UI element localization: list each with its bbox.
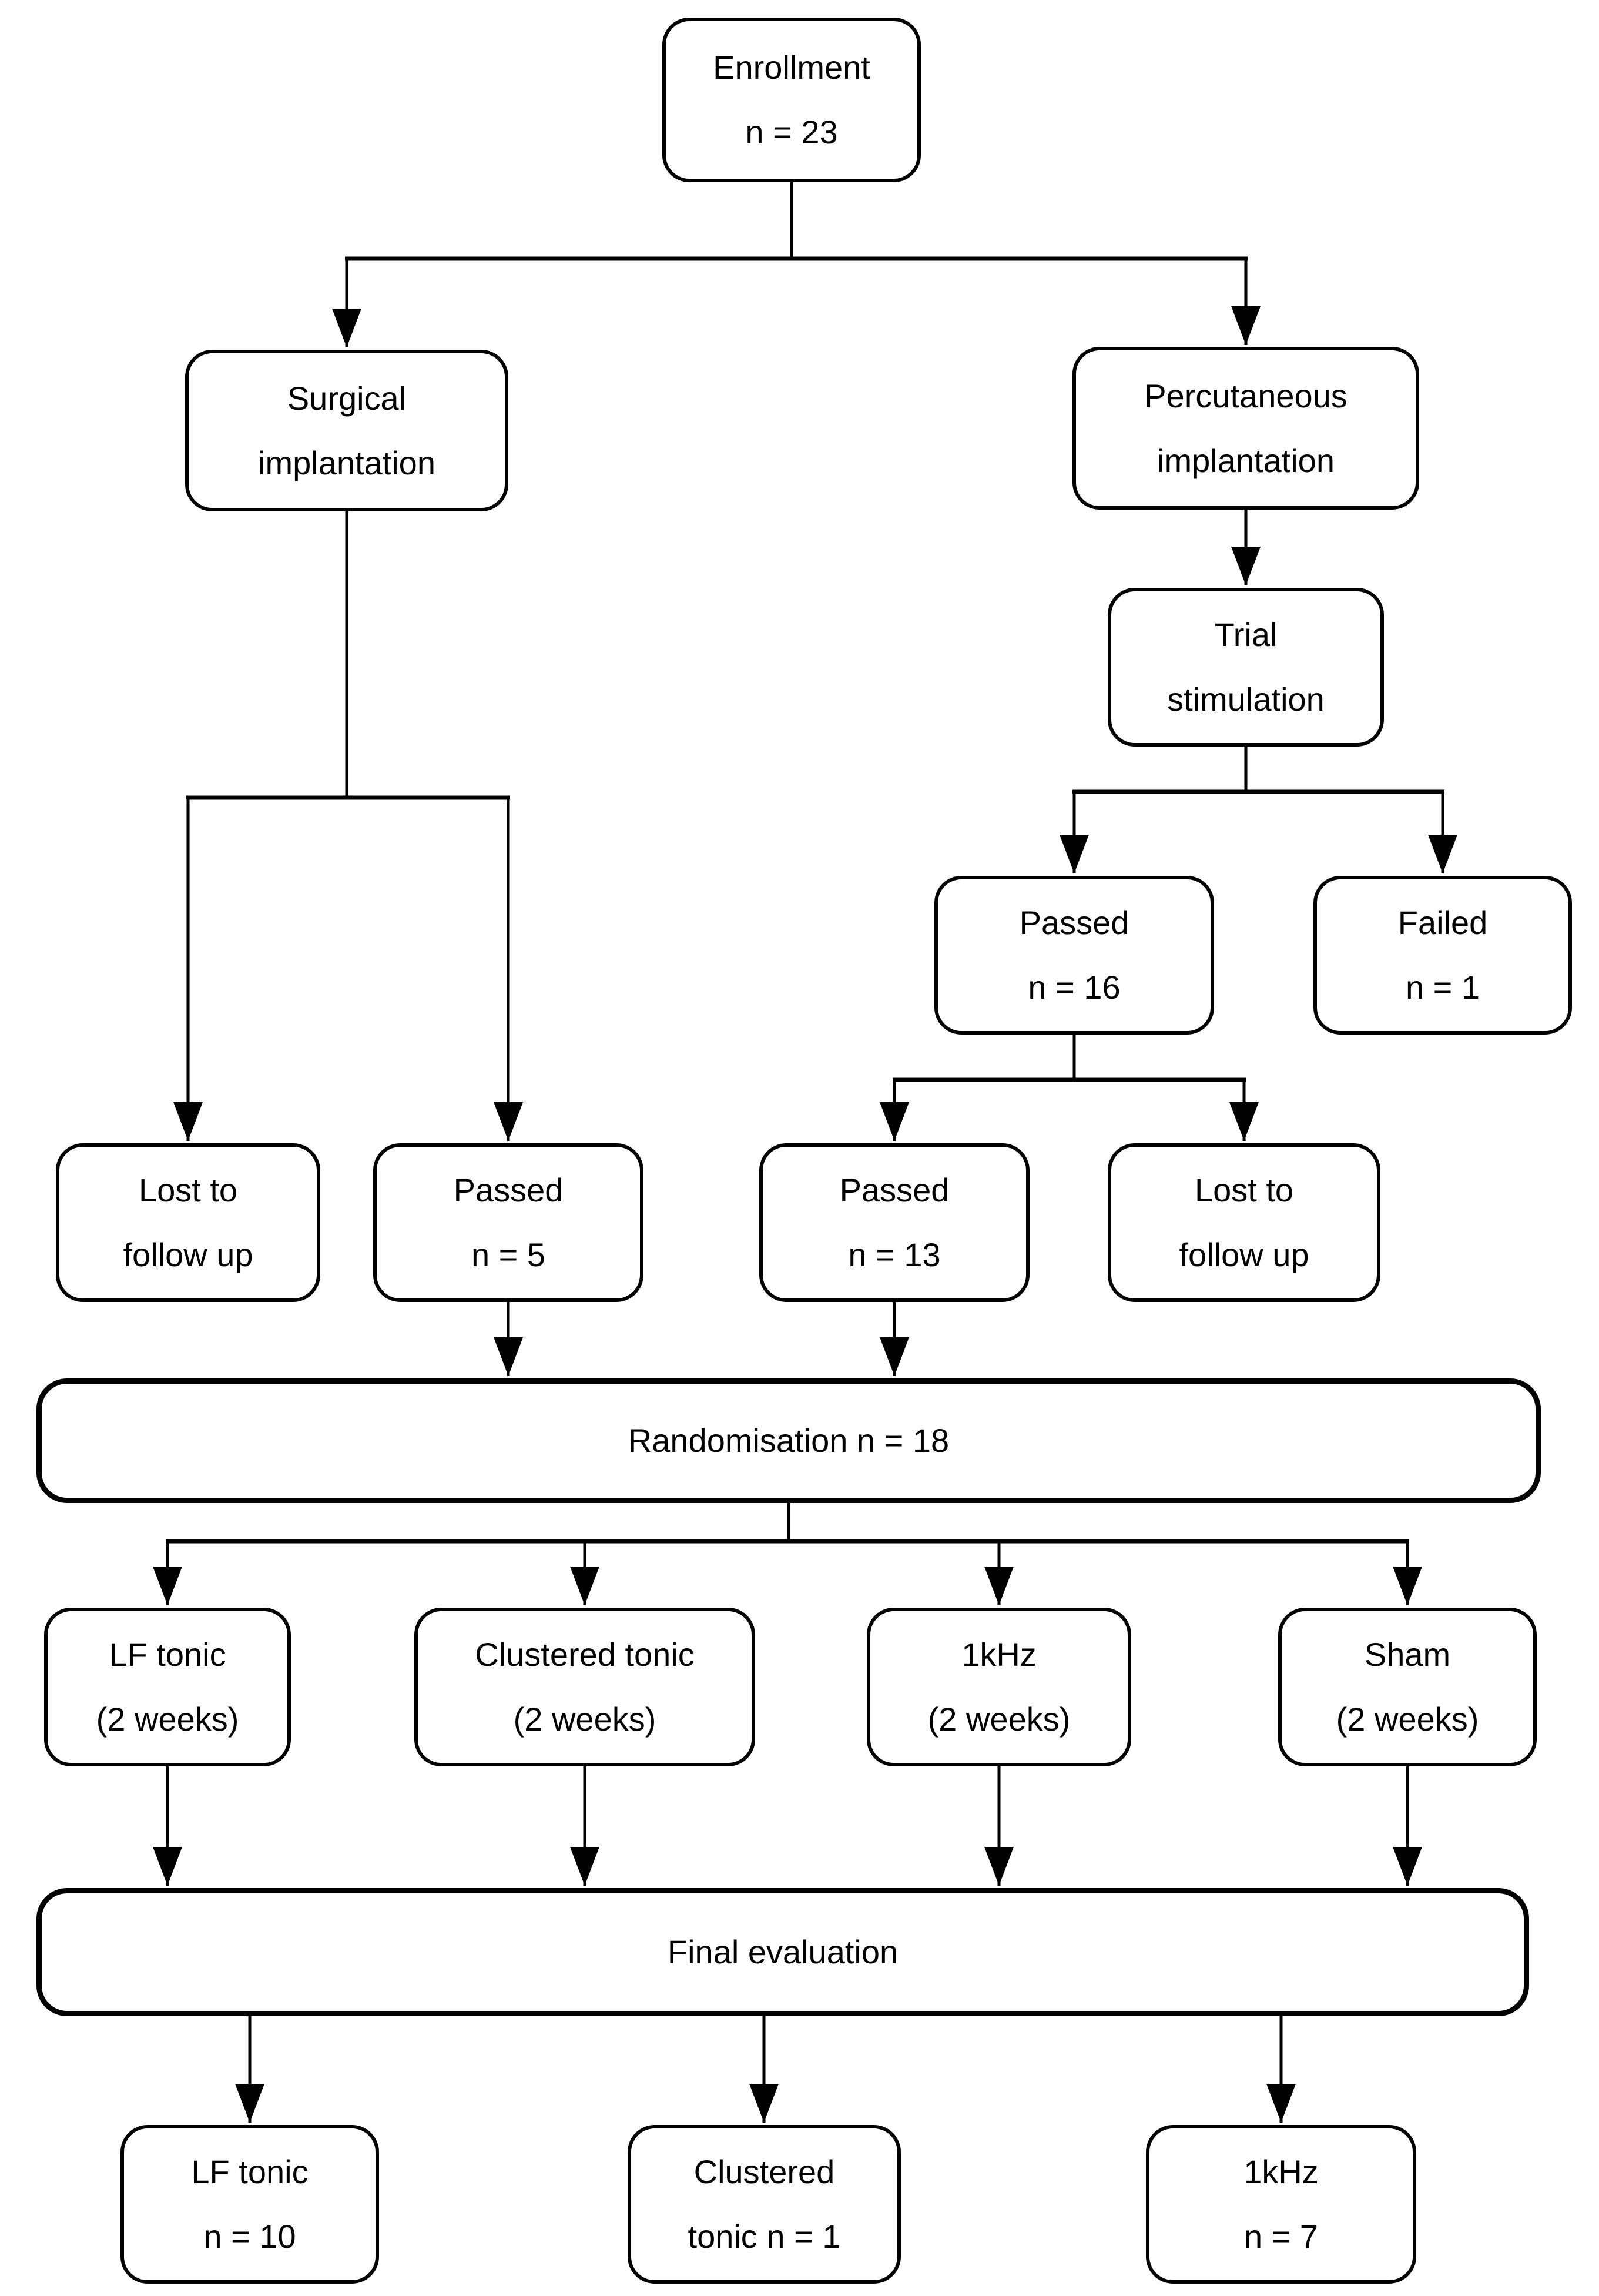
node-final-evaluation: Final evaluation (36, 1888, 1529, 2016)
node-label: n = 1 (1405, 969, 1480, 1006)
node-label: 1kHz (1243, 2153, 1319, 2190)
node-label: n = 23 (745, 113, 838, 150)
node-label: implantation (258, 444, 435, 481)
node-label: follow up (123, 1236, 253, 1273)
node-1khz-n7: 1kHz n = 7 (1146, 2125, 1416, 2284)
node-label: LF tonic (109, 1636, 226, 1673)
node-clustered-tonic-n1: Clustered tonic n = 1 (628, 2125, 901, 2284)
node-lf-tonic-n10: LF tonic n = 10 (120, 2125, 379, 2284)
node-label: Randomisation n = 18 (628, 1422, 950, 1459)
node-label: 1kHz (961, 1636, 1037, 1673)
node-label: Clustered (693, 2153, 835, 2190)
node-label: (2 weeks) (1336, 1701, 1479, 1738)
node-label: n = 13 (848, 1236, 941, 1273)
node-label: n = 10 (203, 2218, 296, 2255)
node-label: Trial (1214, 616, 1278, 653)
node-passed-n16: Passed n = 16 (934, 876, 1214, 1035)
node-percutaneous-implantation: Percutaneous implantation (1072, 347, 1419, 510)
node-label: Passed (453, 1172, 564, 1209)
node-label: Lost to (1194, 1172, 1294, 1209)
node-surgical-implantation: Surgical implantation (185, 350, 508, 511)
node-label: Failed (1397, 904, 1488, 941)
node-lost-to-follow-up-left: Lost to follow up (56, 1143, 320, 1302)
node-failed-n1: Failed n = 1 (1313, 876, 1572, 1035)
node-label: Clustered tonic (475, 1636, 695, 1673)
node-lost-to-follow-up-right: Lost to follow up (1108, 1143, 1380, 1302)
node-lf-tonic-2-weeks: LF tonic (2 weeks) (44, 1608, 291, 1766)
node-randomisation: Randomisation n = 18 (36, 1378, 1541, 1503)
node-label: follow up (1179, 1236, 1309, 1273)
node-label: Sham (1364, 1636, 1451, 1673)
node-label: n = 5 (471, 1236, 546, 1273)
node-label: Surgical (287, 379, 407, 417)
node-label: n = 7 (1243, 2218, 1319, 2255)
node-label: implantation (1157, 441, 1335, 479)
node-label: Final evaluation (667, 1933, 899, 1970)
node-sham-2-weeks: Sham (2 weeks) (1278, 1608, 1537, 1766)
node-passed-n5: Passed n = 5 (373, 1143, 643, 1302)
node-label: Enrollment (713, 49, 870, 86)
node-passed-n13: Passed n = 13 (759, 1143, 1030, 1302)
node-label: tonic n = 1 (688, 2218, 841, 2255)
node-label: (2 weeks) (96, 1701, 239, 1738)
node-trial-stimulation: Trial stimulation (1108, 588, 1384, 747)
node-label: n = 16 (1028, 969, 1121, 1006)
node-label: Passed (839, 1172, 950, 1209)
node-label: (2 weeks) (513, 1701, 656, 1738)
node-label: stimulation (1167, 681, 1325, 718)
node-label: (2 weeks) (927, 1701, 1071, 1738)
node-label: LF tonic (191, 2153, 309, 2190)
node-label: Lost to (138, 1172, 238, 1209)
node-clustered-tonic-2-weeks: Clustered tonic (2 weeks) (414, 1608, 755, 1766)
node-label: Percutaneous (1144, 377, 1347, 414)
node-enrollment: Enrollment n = 23 (662, 18, 921, 182)
node-label: Passed (1019, 904, 1129, 941)
node-1khz-2-weeks: 1kHz (2 weeks) (867, 1608, 1131, 1766)
